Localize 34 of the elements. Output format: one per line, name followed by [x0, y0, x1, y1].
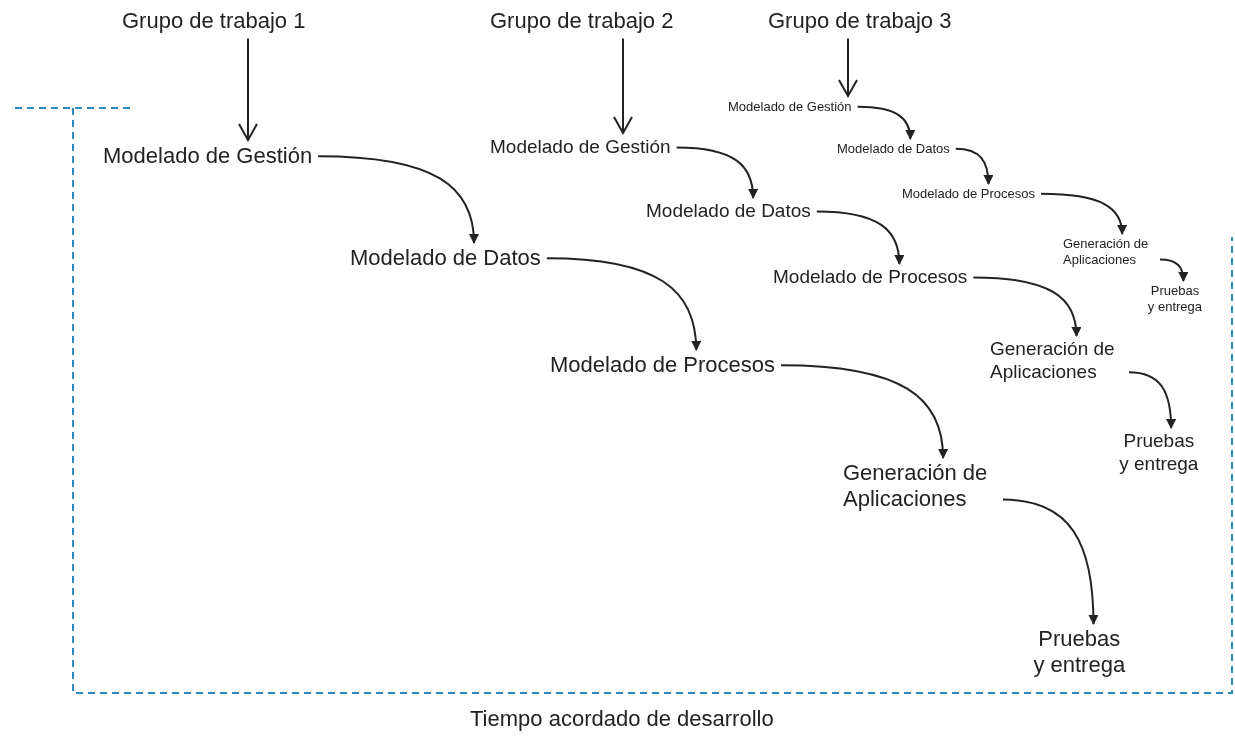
phase-label: Pruebas y entrega — [1147, 283, 1203, 315]
arrow — [238, 37, 258, 141]
phase-label: Modelado de Datos — [350, 245, 541, 272]
phase-label: Pruebas y entrega — [1118, 430, 1200, 476]
group-heading: Grupo de trabajo 1 — [122, 8, 306, 35]
arrow — [675, 146, 758, 199]
phase-label: Modelado de Gestión — [728, 99, 852, 115]
phase-label: Modelado de Gestión — [103, 143, 313, 170]
arrow — [1128, 371, 1176, 429]
arrow — [838, 37, 858, 97]
arrow — [317, 155, 479, 244]
phase-label: Pruebas y entrega — [1032, 626, 1127, 679]
phase-label: Generación de Aplicaciones — [1063, 236, 1154, 268]
group-heading: Grupo de trabajo 3 — [768, 8, 952, 35]
phase-label: Modelado de Datos — [837, 141, 950, 157]
phase-label: Modelado de Gestión — [490, 136, 671, 159]
arrow — [1002, 498, 1099, 625]
arrow — [613, 37, 633, 134]
arrow — [1040, 192, 1127, 235]
arrow — [856, 105, 915, 140]
arrow — [1159, 258, 1188, 282]
phase-label: Generación de Aplicaciones — [843, 460, 997, 513]
arrow — [545, 257, 701, 351]
phase-label: Modelado de Datos — [646, 200, 811, 223]
phase-label: Modelado de Procesos — [902, 186, 1035, 202]
phase-label: Modelado de Procesos — [550, 352, 776, 379]
group-heading: Grupo de trabajo 2 — [490, 8, 674, 35]
phase-label: Generación de Aplicaciones — [990, 338, 1123, 384]
arrow — [815, 210, 904, 265]
arrow — [972, 276, 1081, 337]
arrow — [954, 147, 994, 185]
time-label: Tiempo acordado de desarrollo — [470, 706, 774, 733]
arrow — [780, 364, 948, 459]
phase-label: Modelado de Procesos — [773, 266, 968, 289]
